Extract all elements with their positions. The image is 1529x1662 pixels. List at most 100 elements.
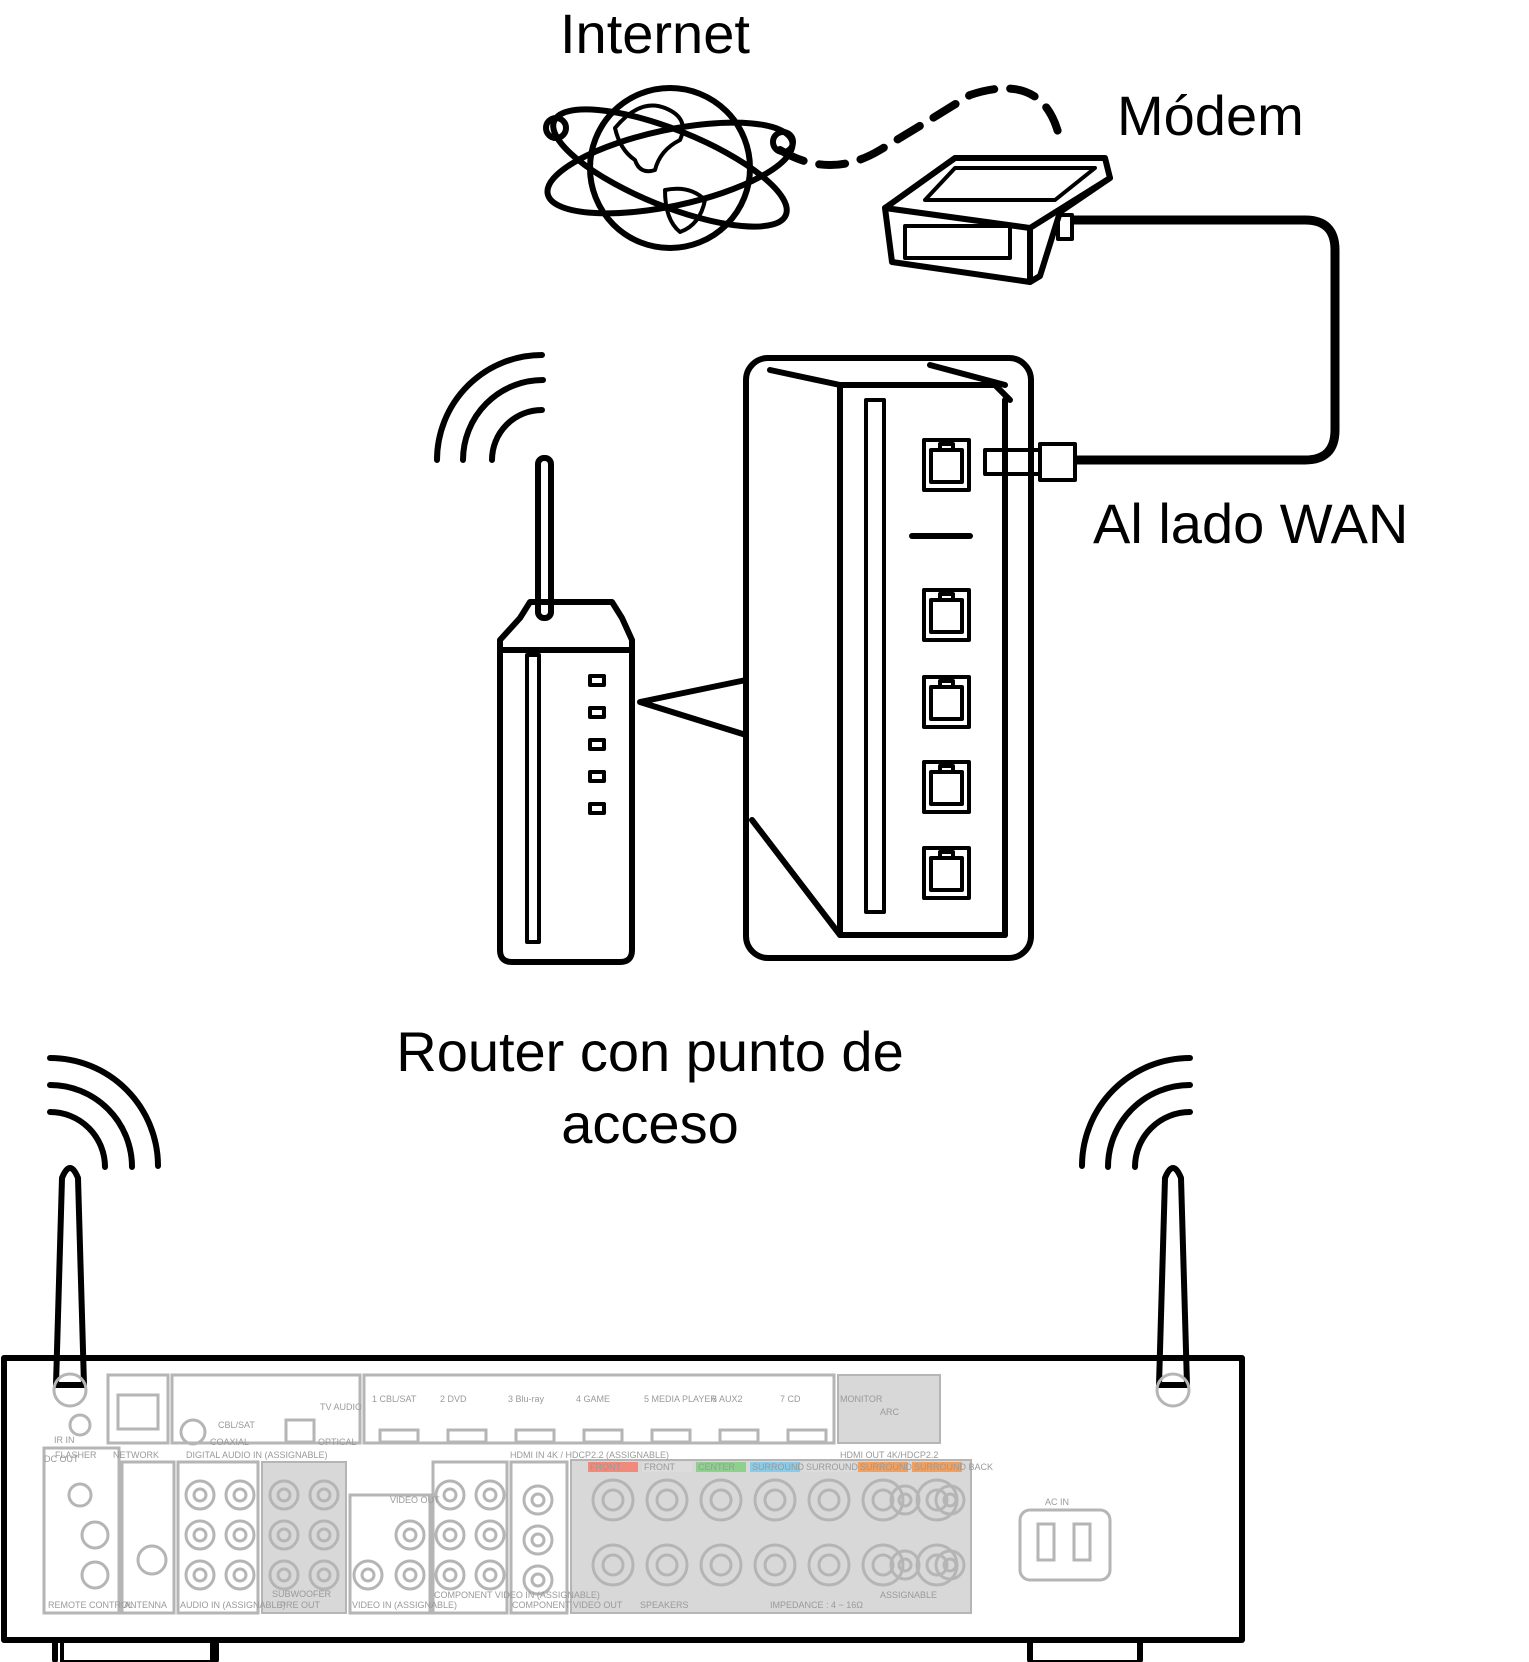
speaker-terminal-core — [601, 1488, 625, 1512]
globe-icon — [543, 85, 796, 251]
rca-jack-core — [442, 1487, 458, 1503]
rca-jack — [434, 1559, 466, 1591]
speaker-channel-tag — [588, 1462, 638, 1472]
rca-jack — [352, 1559, 384, 1591]
speaker-channel-tag — [642, 1462, 692, 1472]
router-label-line1: Router con punto de — [396, 1020, 904, 1083]
speaker-channel-label: CENTER — [698, 1462, 736, 1472]
speaker-channel-label: FRONT — [644, 1462, 675, 1472]
rca-jack-core — [316, 1567, 332, 1583]
panel-hdmi-in-text: HDMI IN 4K / HDCP2.2 (ASSIGNABLE) — [510, 1450, 669, 1460]
lan-port-icon — [922, 760, 971, 814]
rca-jack-core — [897, 1492, 913, 1508]
receiver-antenna-right — [1155, 1165, 1191, 1408]
rca-jack-core — [232, 1527, 248, 1543]
rca-jack — [522, 1484, 554, 1516]
rca-jack — [394, 1559, 426, 1591]
speaker-terminal-core — [709, 1488, 733, 1512]
panel-hdmi-input-label: 6 AUX2 — [712, 1394, 743, 1404]
panel-ac-in-text: AC IN — [1045, 1497, 1069, 1507]
rca-jack-core — [442, 1527, 458, 1543]
rca-jack-core — [402, 1567, 418, 1583]
panel-audio-in-text: AUDIO IN (ASSIGNABLE) — [180, 1600, 286, 1610]
panel-flasher-text: FLASHER — [55, 1450, 97, 1460]
speaker-terminal — [699, 1478, 743, 1522]
rca-jack — [308, 1519, 340, 1551]
speaker-channel-label: FRONT — [590, 1462, 621, 1472]
panel-hdmi-input-label: 7 CD — [780, 1394, 801, 1404]
receiver-antenna-left — [52, 1165, 88, 1408]
speaker-terminal-core — [655, 1553, 679, 1577]
speaker-channel-tag — [858, 1462, 908, 1472]
speaker-terminal-core — [871, 1488, 895, 1512]
rca-jack — [268, 1559, 300, 1591]
panel-subwoofer-text: SUBWOOFER — [272, 1589, 332, 1599]
speaker-terminal-core — [817, 1488, 841, 1512]
rca-jack-core — [360, 1567, 376, 1583]
panel-hdmi-out-text: HDMI OUT 4K/HDCP2.2 — [840, 1450, 938, 1460]
hdmi-jack — [582, 1428, 624, 1444]
rca-jack — [268, 1479, 300, 1511]
panel-hdmi-input-label: 5 MEDIA PLAYER — [644, 1394, 717, 1404]
rca-jack — [394, 1519, 426, 1551]
router-ports — [922, 438, 971, 900]
rca-jack-core — [276, 1567, 292, 1583]
modem-label: Módem — [1117, 84, 1304, 147]
receiver-wifi-right-icon — [1079, 1055, 1193, 1170]
speaker-terminal — [807, 1543, 851, 1587]
router-rear-zoom — [743, 355, 1034, 961]
panel-component-in-text: COMPONENT VIDEO IN (ASSIGNABLE) — [434, 1590, 600, 1600]
rca-jack — [224, 1519, 256, 1551]
speaker-channel-tag — [750, 1462, 800, 1472]
hdmi-jack — [446, 1428, 488, 1444]
speaker-terminal-core — [655, 1488, 679, 1512]
rca-jack — [522, 1564, 554, 1596]
rca-jack — [889, 1549, 921, 1581]
rca-jack-core — [530, 1532, 546, 1548]
speaker-channel-label: SURROUND — [752, 1462, 805, 1472]
speaker-terminal-core — [925, 1553, 949, 1577]
panel-antenna-text: ANTENNA — [124, 1600, 167, 1610]
speaker-terminal-core — [709, 1553, 733, 1577]
rca-jack-core — [942, 1492, 958, 1508]
router-icon — [434, 352, 635, 965]
panel-coaxial-text: COAXIAL — [210, 1437, 249, 1447]
modem-icon — [882, 155, 1113, 285]
rca-jack — [474, 1519, 506, 1551]
rca-jack-core — [897, 1557, 913, 1573]
hdmi-jack — [718, 1428, 760, 1444]
rca-jack-core — [442, 1567, 458, 1583]
speaker-terminal-core — [925, 1488, 949, 1512]
rca-jack-core — [192, 1567, 208, 1583]
rca-jack — [268, 1519, 300, 1551]
rca-jack-core — [192, 1487, 208, 1503]
rca-jack — [224, 1479, 256, 1511]
panel-hdmi-input-label: 2 DVD — [440, 1394, 467, 1404]
rca-jack-core — [276, 1527, 292, 1543]
panel-arc-text: ARC — [880, 1407, 900, 1417]
rca-jack — [474, 1559, 506, 1591]
rca-jack-core — [530, 1572, 546, 1588]
rca-jack-core — [316, 1487, 332, 1503]
internet-modem-link — [776, 84, 1064, 169]
rca-jack-core — [232, 1487, 248, 1503]
speaker-terminal-core — [601, 1553, 625, 1577]
panel-video-in-text: VIDEO IN (ASSIGNABLE) — [352, 1600, 457, 1610]
rca-jack — [934, 1549, 966, 1581]
rca-jack-core — [530, 1492, 546, 1508]
rca-jack — [184, 1559, 216, 1591]
internet-label: Internet — [560, 2, 750, 65]
panel-network-text: NETWORK — [113, 1450, 159, 1460]
panel-remote-text: REMOTE CONTROL — [48, 1600, 133, 1610]
wan-port-icon — [922, 438, 971, 492]
panel-component-out-text: COMPONENT VIDEO OUT — [512, 1600, 623, 1610]
rca-jack-core — [232, 1567, 248, 1583]
hdmi-jack — [378, 1428, 420, 1444]
rca-jack — [934, 1484, 966, 1516]
rca-jack — [434, 1479, 466, 1511]
speaker-channel-label: SURROUND BACK — [860, 1462, 939, 1472]
rca-jack-core — [402, 1527, 418, 1543]
rca-jack — [308, 1479, 340, 1511]
callout-pointer — [637, 677, 749, 738]
